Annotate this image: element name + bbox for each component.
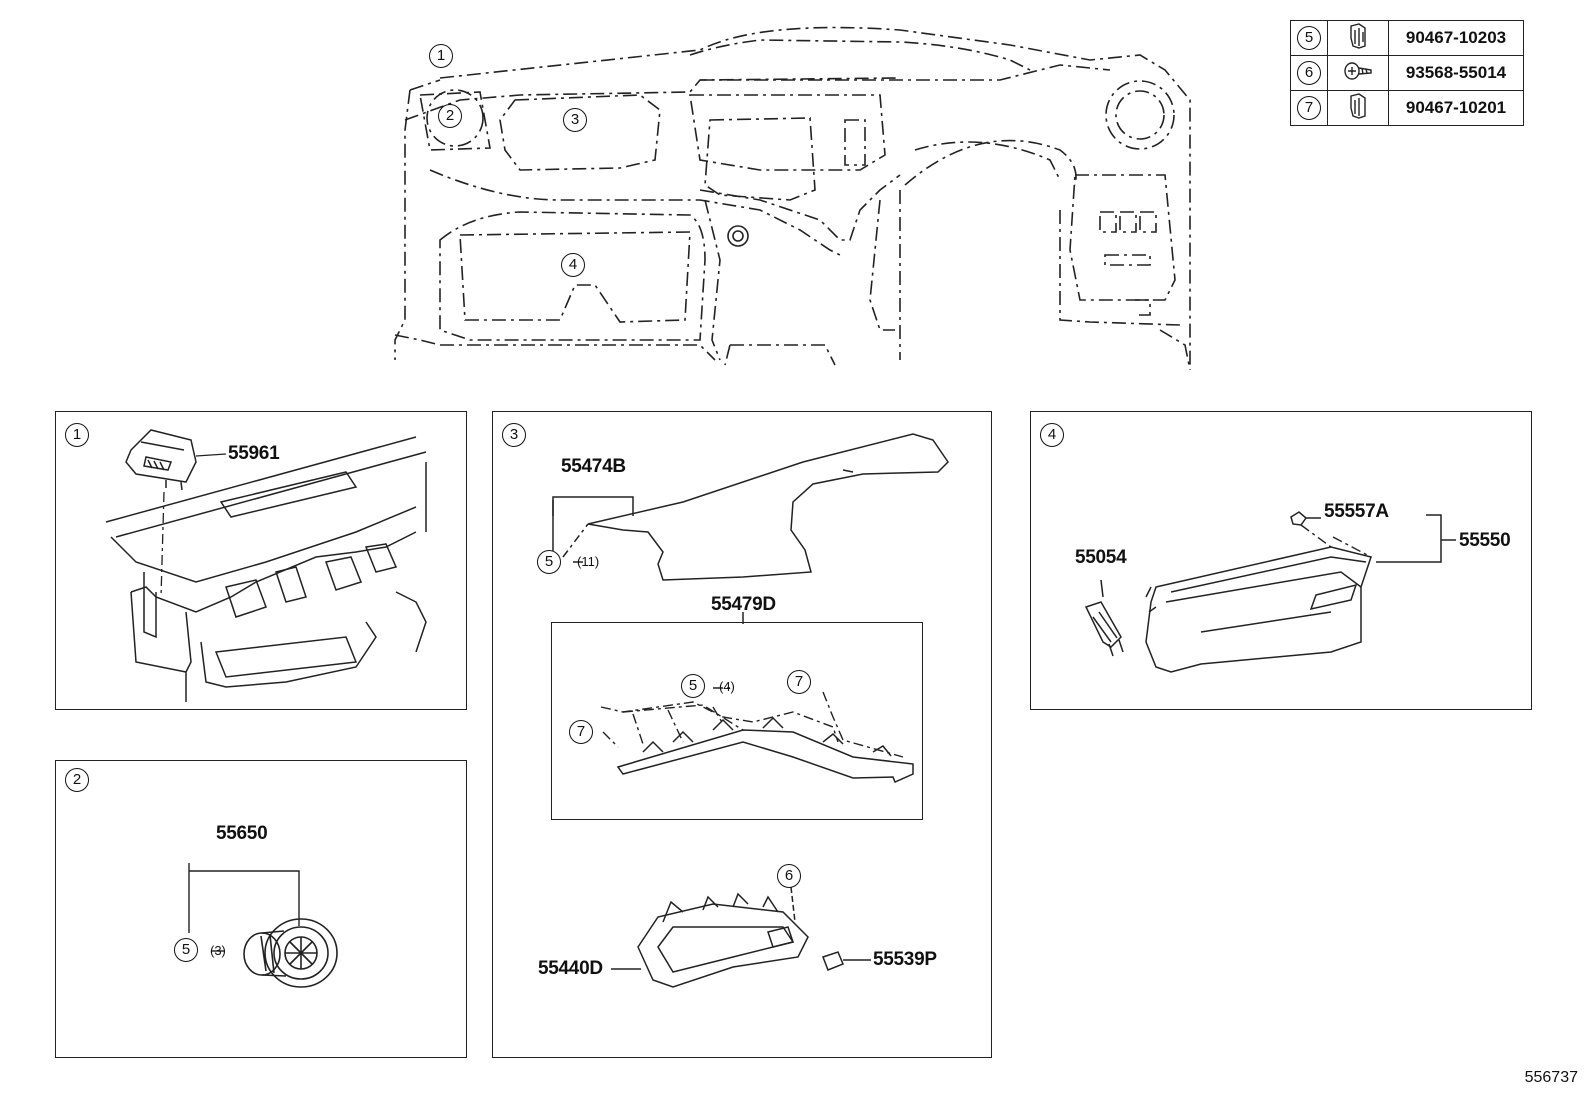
legend-callout: 7 — [1297, 96, 1321, 120]
legend-part-number: 93568-55014 — [1388, 55, 1524, 91]
panel-2-callout: 2 — [65, 768, 89, 792]
overview-callout-3[interactable]: 3 — [563, 108, 587, 132]
clip-callout[interactable]: 5 — [681, 674, 705, 698]
panel-1-callout: 1 — [65, 423, 89, 447]
part-number-55557A[interactable]: 55557A — [1324, 501, 1389, 522]
overview-callout-4[interactable]: 4 — [561, 253, 585, 277]
upper-dash-drawing — [105, 429, 427, 702]
part-number-55054[interactable]: 55054 — [1075, 547, 1127, 568]
part-number-55961[interactable]: 55961 — [228, 443, 280, 464]
clip-quantity: (4) — [719, 679, 735, 694]
clip-callout[interactable]: 5 — [537, 550, 561, 574]
detail-panel-2: 55650 2 5 (3) — [55, 760, 467, 1058]
part-number-55650[interactable]: 55650 — [216, 823, 268, 844]
part-number-55440D[interactable]: 55440D — [538, 958, 603, 979]
detail-panel-4: 4 55557A 55550 55054 — [1030, 411, 1532, 710]
clip-callout[interactable]: 7 — [569, 720, 593, 744]
detail-panel-1: 1 55961 — [55, 411, 467, 710]
clip-quantity: (3) — [210, 943, 226, 958]
panel-3-callout: 3 — [502, 423, 526, 447]
side-vent-drawing — [188, 863, 338, 988]
glove-box-drawing — [1084, 511, 1456, 673]
part-number-55479D[interactable]: 55479D — [711, 594, 776, 615]
legend-part-number: 90467-10201 — [1388, 90, 1524, 126]
part-number-55550[interactable]: 55550 — [1459, 530, 1511, 551]
legend-callout: 6 — [1297, 61, 1321, 85]
overview-callout-1[interactable]: 1 — [429, 44, 453, 68]
clip-callout[interactable]: 7 — [787, 670, 811, 694]
screw-callout[interactable]: 6 — [777, 864, 801, 888]
clip-icon — [1327, 20, 1389, 56]
part-number-55474B[interactable]: 55474B — [561, 456, 626, 477]
clip-quantity: (11) — [577, 554, 600, 569]
legend-row: 6 93568-55014 — [1290, 55, 1524, 91]
overview-callout-2[interactable]: 2 — [438, 104, 462, 128]
legend-part-number: 90467-10203 — [1388, 20, 1524, 56]
detail-panel-3: 3 55474B 5 (11) 55479D 5 (4) 7 7 6 55440… — [492, 411, 992, 1058]
legend-callout: 5 — [1297, 26, 1321, 50]
panel-4-callout: 4 — [1040, 423, 1064, 447]
legend-row: 5 90467-10203 — [1290, 20, 1524, 56]
clip-callout[interactable]: 5 — [174, 938, 198, 962]
sub-panel-55479D — [551, 622, 923, 820]
part-number-55539P[interactable]: 55539P — [873, 949, 937, 970]
legend-row: 7 90467-10201 — [1290, 90, 1524, 126]
fastener-legend-table: 5 90467-10203 6 93568-55014 7 90467-1020… — [1290, 20, 1524, 126]
illustration-id: 556737 — [1524, 1069, 1578, 1086]
screw-icon — [1327, 55, 1389, 91]
clip-icon — [1327, 90, 1389, 126]
upper-panel-drawing — [552, 433, 949, 988]
